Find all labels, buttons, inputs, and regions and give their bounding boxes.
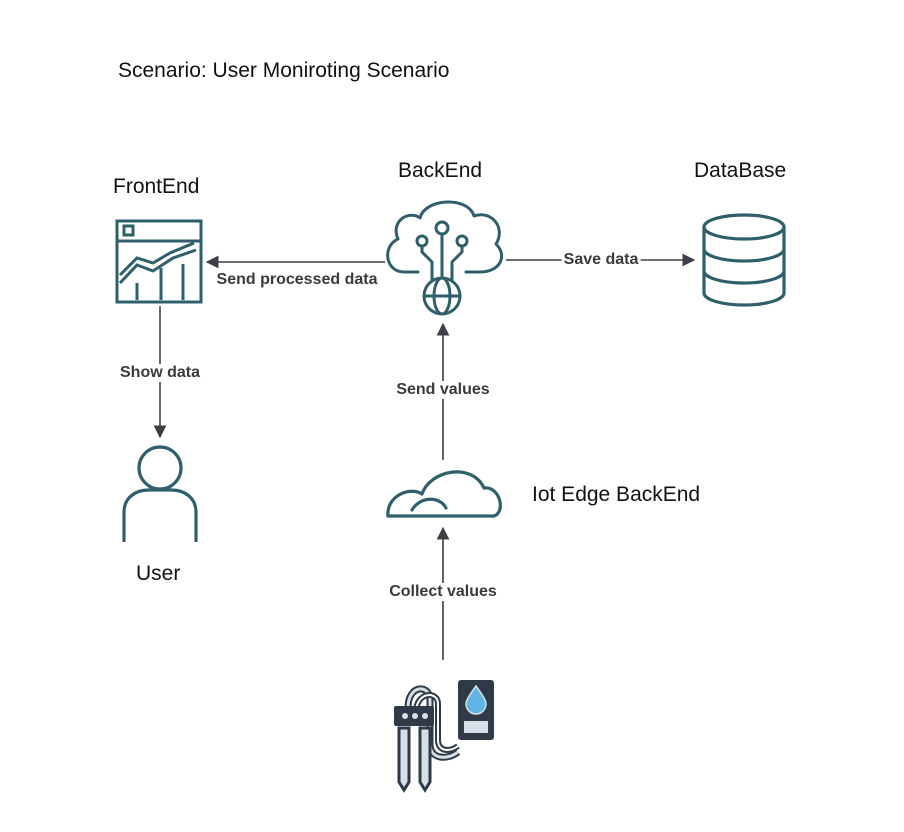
database-label: DataBase: [694, 159, 787, 182]
edge-label-save-data: Save data: [561, 251, 641, 269]
backend-label: BackEnd: [398, 159, 483, 182]
cloud-network-icon: [386, 200, 503, 316]
frontend-label: FrontEnd: [113, 175, 200, 198]
edge-cloud-icon: [386, 470, 502, 518]
edge-label-collect-values: Collect values: [387, 583, 499, 601]
database-icon: [702, 213, 786, 307]
soil-sensor-icon: [394, 680, 494, 793]
scenario-title: Scenario: User Moniroting Scenario: [118, 59, 450, 82]
edge-label-show-data: Show data: [117, 364, 203, 382]
user-icon: [122, 445, 198, 542]
iot-edge-label: Iot Edge BackEnd: [532, 483, 701, 506]
user-label: User: [136, 562, 181, 585]
edge-label-send-processed: Send processed data: [214, 271, 380, 289]
edge-label-send-values: Send values: [394, 381, 492, 399]
dashboard-icon: [115, 219, 203, 304]
